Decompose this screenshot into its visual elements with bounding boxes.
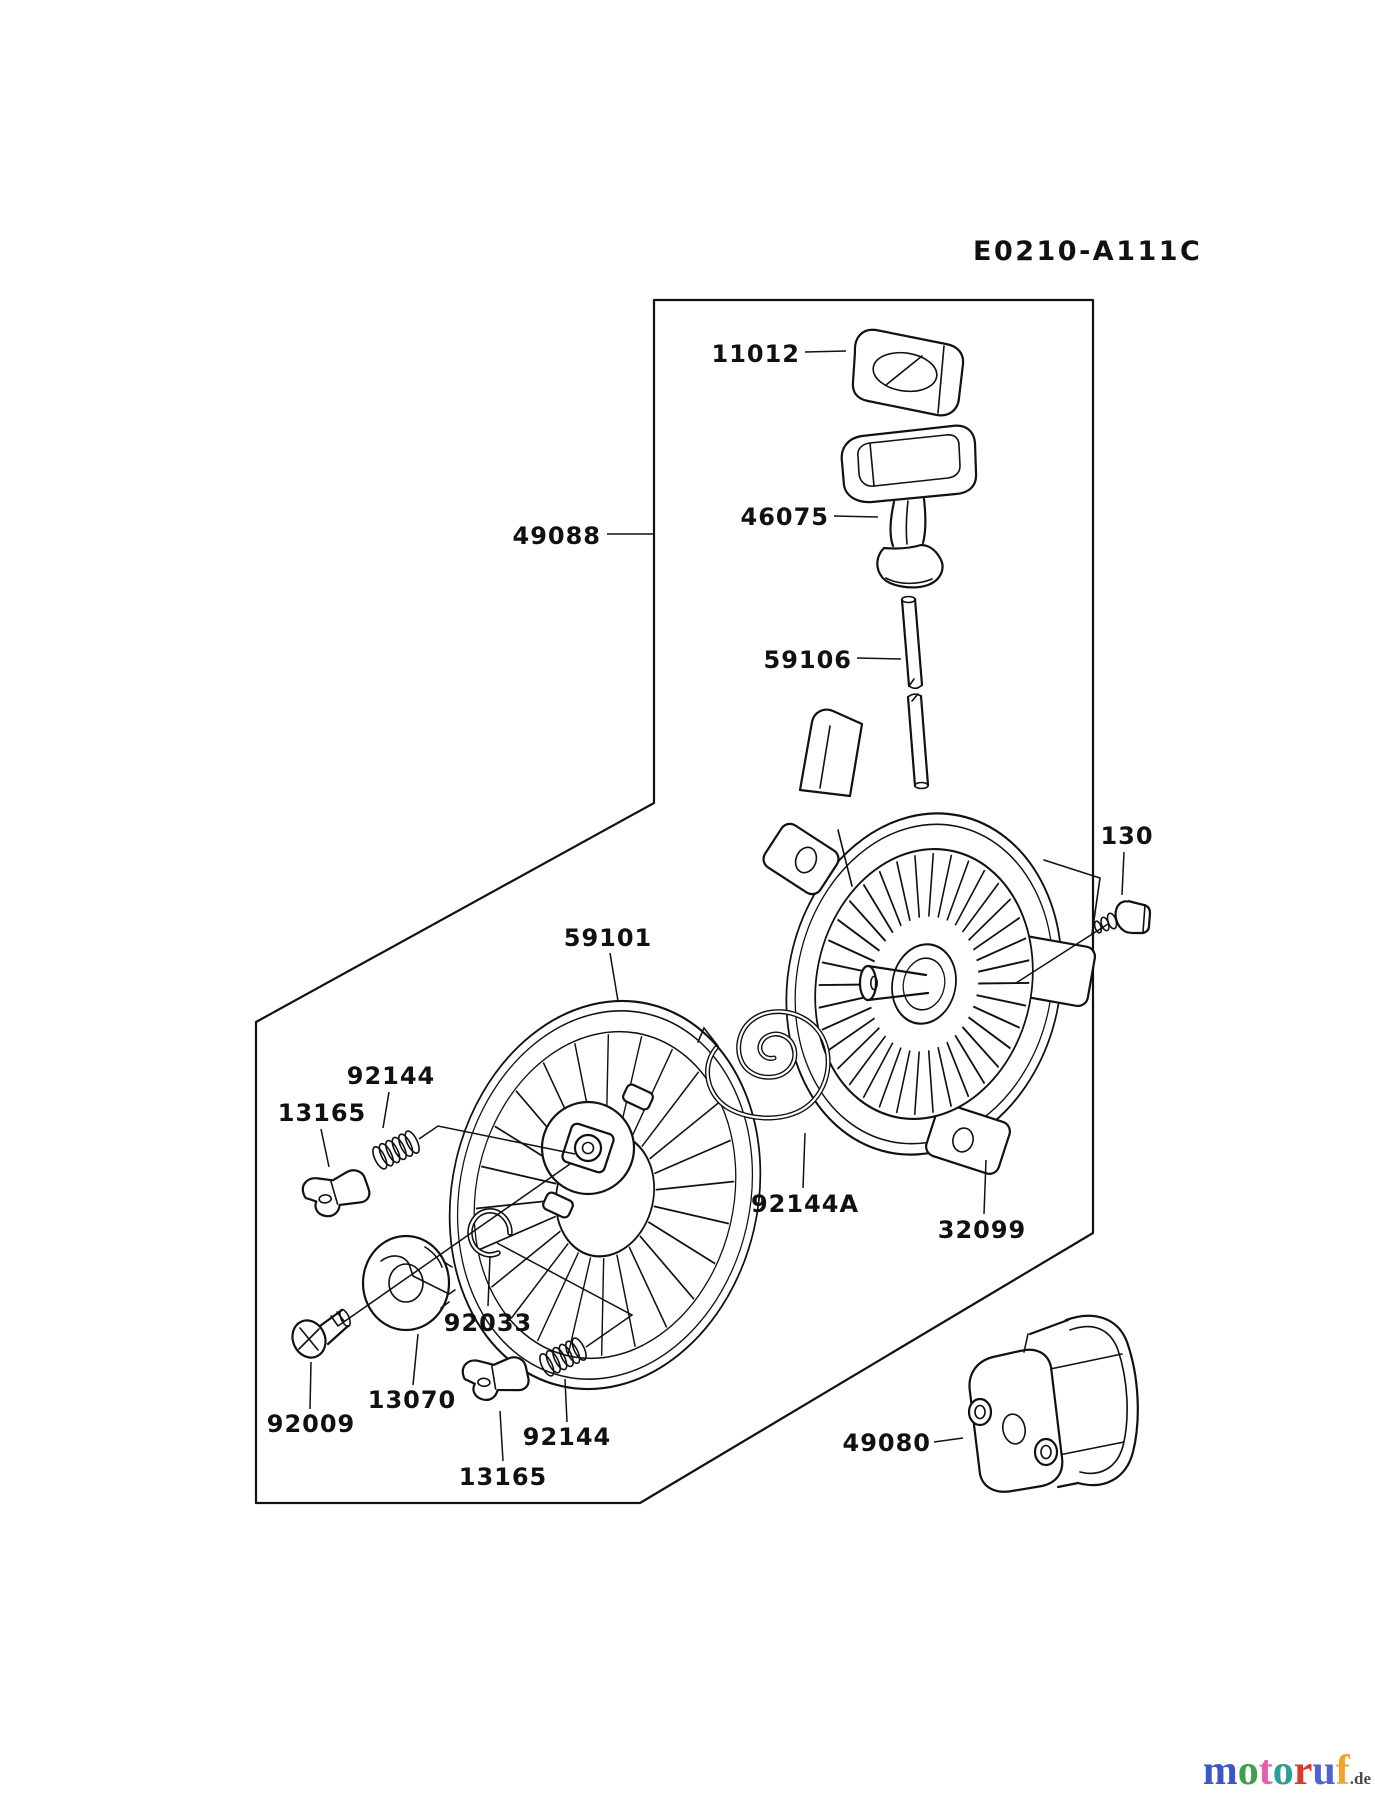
assembly-boundary-box — [254, 298, 1095, 1505]
part-drawing-starter-case — [762, 708, 1101, 1175]
leader-32099 — [983, 1159, 987, 1215]
leader-13165-2 — [499, 1410, 504, 1462]
leader-92144-2 — [564, 1378, 568, 1423]
watermark-motoruf: motoruf.de — [1203, 1750, 1371, 1792]
leader-13165-1 — [320, 1128, 330, 1168]
part-label-92009: 92009 — [267, 1410, 356, 1438]
part-drawing-flange-bolt — [1093, 899, 1152, 935]
part-drawing-screw — [291, 1308, 351, 1359]
part-drawing-friction-plate — [361, 1234, 456, 1332]
leader-46075 — [833, 515, 879, 518]
part-label-13165-2: 13165 — [459, 1463, 548, 1491]
leader-130 — [1121, 851, 1125, 896]
watermark-letter: m — [1202, 1748, 1238, 1794]
part-label-32099: 32099 — [938, 1216, 1027, 1244]
watermark-letter: r — [1293, 1748, 1313, 1794]
leader-92144-1 — [382, 1091, 390, 1129]
part-label-13070: 13070 — [368, 1386, 457, 1414]
part-drawing-pawl-spring-1 — [369, 1128, 423, 1172]
part-drawing-spiral-spring — [697, 1009, 831, 1121]
part-label-92144-1: 92144 — [347, 1062, 436, 1090]
watermark-suffix: .de — [1349, 1769, 1371, 1788]
leader-49080 — [933, 1437, 964, 1443]
leader-59106 — [856, 657, 902, 660]
part-drawing-recoil-reel — [412, 999, 798, 1391]
part-drawing-grip-cap — [851, 328, 965, 417]
part-label-130: 130 — [1100, 822, 1153, 850]
leader-92033 — [487, 1255, 491, 1307]
construction-line-spring1-to-hub — [418, 1125, 576, 1155]
part-label-11012: 11012 — [712, 340, 801, 368]
leader-92144A — [802, 1132, 806, 1189]
construction-line-bolt-to-lug — [1015, 923, 1109, 984]
watermark-letter: u — [1312, 1748, 1336, 1794]
leader-92009 — [309, 1361, 312, 1410]
part-label-46075: 46075 — [741, 503, 830, 531]
construction-line-clip-spring2 — [496, 1242, 634, 1348]
part-number-labels: 49088 11012 46075 59106 130 59101 92144 … — [267, 340, 1153, 1491]
construction-line-screw-to-hub — [337, 1163, 571, 1327]
part-label-92144A: 92144A — [751, 1190, 859, 1218]
part-label-49088: 49088 — [513, 522, 602, 550]
part-drawing-pawl-2 — [460, 1353, 531, 1404]
watermark-letter: f — [1335, 1748, 1350, 1794]
leader-11012 — [804, 350, 847, 353]
part-label-13165-1: 13165 — [278, 1099, 367, 1127]
part-label-92033: 92033 — [444, 1309, 533, 1337]
part-label-59106: 59106 — [764, 646, 853, 674]
label-leader-lines — [309, 350, 1125, 1462]
part-label-49080: 49080 — [843, 1429, 932, 1457]
watermark-letter: t — [1258, 1748, 1273, 1794]
leader-13070 — [412, 1333, 419, 1386]
part-label-92144-2: 92144 — [523, 1423, 612, 1451]
part-label-59101: 59101 — [564, 924, 653, 952]
part-drawing-pawl-1 — [300, 1168, 372, 1219]
watermark-word: motoruf — [1203, 1748, 1350, 1794]
part-drawing-circlip — [467, 1208, 513, 1258]
part-drawing-rope-tube — [900, 595, 930, 790]
leader-59101 — [609, 952, 619, 1002]
assembly-construction-lines — [337, 923, 1109, 1348]
diagram-code: E0210-A111C — [973, 236, 1202, 267]
part-drawing-starter-grip — [840, 424, 978, 589]
watermark-letter: o — [1272, 1748, 1294, 1794]
part-drawing-starter-cup — [967, 1314, 1139, 1493]
watermark-letter: o — [1237, 1748, 1259, 1794]
